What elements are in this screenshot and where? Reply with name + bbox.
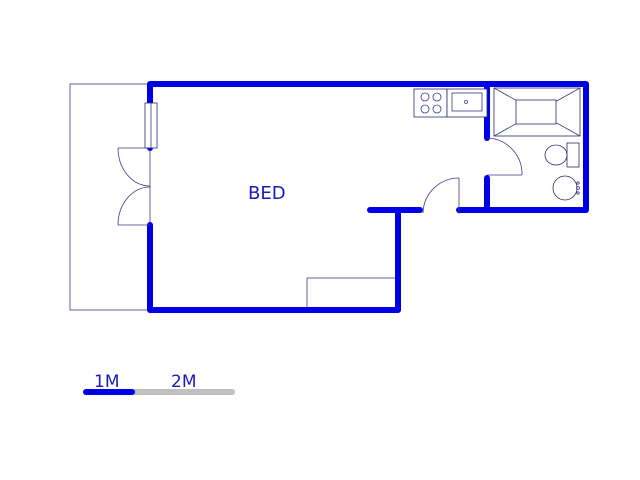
entrance-door	[422, 177, 460, 214]
toilet	[544, 142, 580, 168]
scale-label-1m: 1M	[94, 372, 119, 392]
cupboard-outline	[306, 277, 398, 309]
stove	[413, 88, 448, 118]
balcony-outline	[69, 83, 151, 311]
room-label-bed: BED	[248, 183, 286, 204]
shower	[493, 87, 581, 137]
window	[144, 102, 158, 149]
balcony-double-door	[117, 147, 151, 226]
basin	[552, 175, 580, 201]
scale-bar: 1M 2M	[83, 372, 235, 395]
bathroom-door	[486, 137, 523, 176]
kitchen-sink	[446, 88, 488, 118]
scale-label-2m: 2M	[171, 372, 196, 392]
